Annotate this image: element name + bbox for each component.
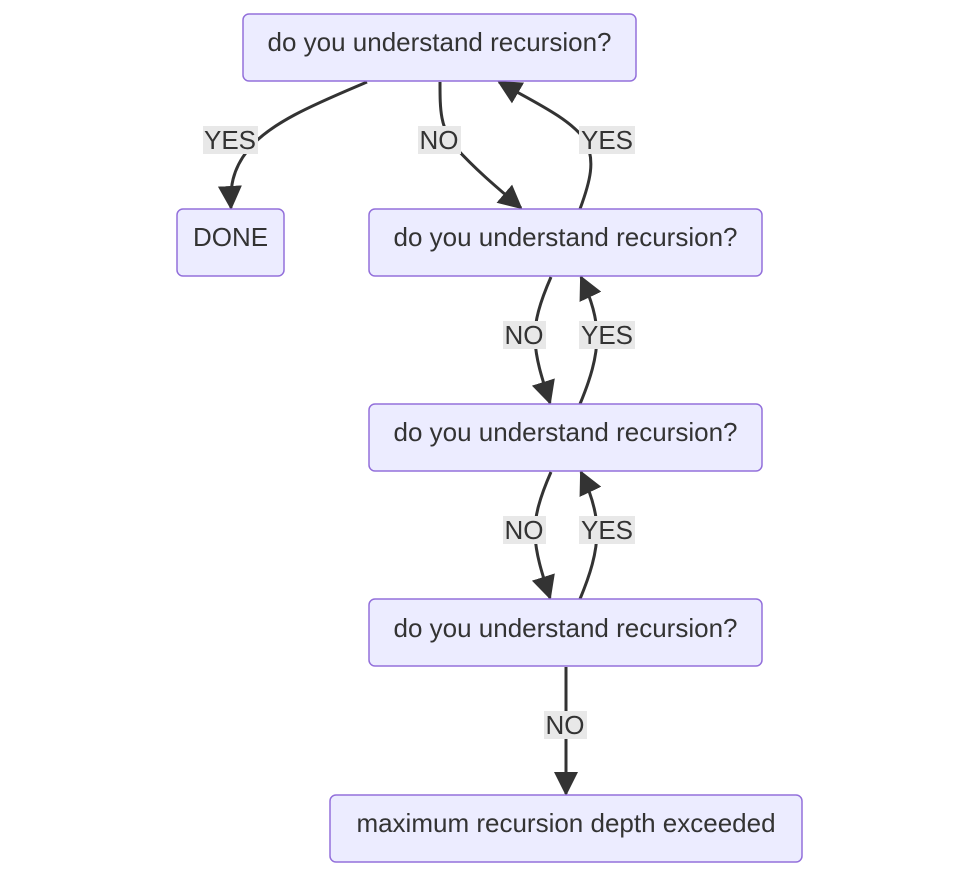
edge-label-q2-q1: YES <box>579 125 635 155</box>
edge-label-q4-max: NO <box>544 710 587 740</box>
edge-label-q1-done: YES <box>203 125 258 155</box>
svg-text:do you understand recursion?: do you understand recursion? <box>267 27 611 57</box>
svg-text:YES: YES <box>581 320 633 350</box>
svg-text:YES: YES <box>204 125 256 155</box>
edge-label-q3-q4: NO <box>503 515 546 545</box>
svg-text:YES: YES <box>581 515 633 545</box>
edge-label-q1-q2: NO <box>418 125 461 155</box>
svg-text:NO: NO <box>505 515 544 545</box>
node-q1: do you understand recursion? <box>242 13 637 82</box>
svg-text:YES: YES <box>581 125 633 155</box>
node-q4: do you understand recursion? <box>368 598 763 667</box>
svg-text:NO: NO <box>546 710 585 740</box>
edge-label-q2-q3: NO <box>503 320 546 350</box>
svg-text:do you understand recursion?: do you understand recursion? <box>393 222 737 252</box>
svg-text:do you understand recursion?: do you understand recursion? <box>393 613 737 643</box>
node-q2: do you understand recursion? <box>368 208 763 277</box>
nodes: do you understand recursion? DONE do you… <box>176 13 803 863</box>
svg-text:maximum recursion depth exceed: maximum recursion depth exceeded <box>356 808 775 838</box>
edge-q2-to-q1 <box>497 80 593 210</box>
svg-text:NO: NO <box>420 125 459 155</box>
edge-labels: YES NO YES NO YES NO YES NO <box>203 125 635 740</box>
svg-text:do you understand recursion?: do you understand recursion? <box>393 417 737 447</box>
edge-label-q4-q3: YES <box>579 515 635 545</box>
node-done: DONE <box>176 208 285 277</box>
node-max-depth: maximum recursion depth exceeded <box>329 794 803 863</box>
svg-text:DONE: DONE <box>193 222 268 252</box>
edge-label-q3-q2: YES <box>579 320 635 350</box>
svg-text:NO: NO <box>505 320 544 350</box>
node-q3: do you understand recursion? <box>368 403 763 472</box>
